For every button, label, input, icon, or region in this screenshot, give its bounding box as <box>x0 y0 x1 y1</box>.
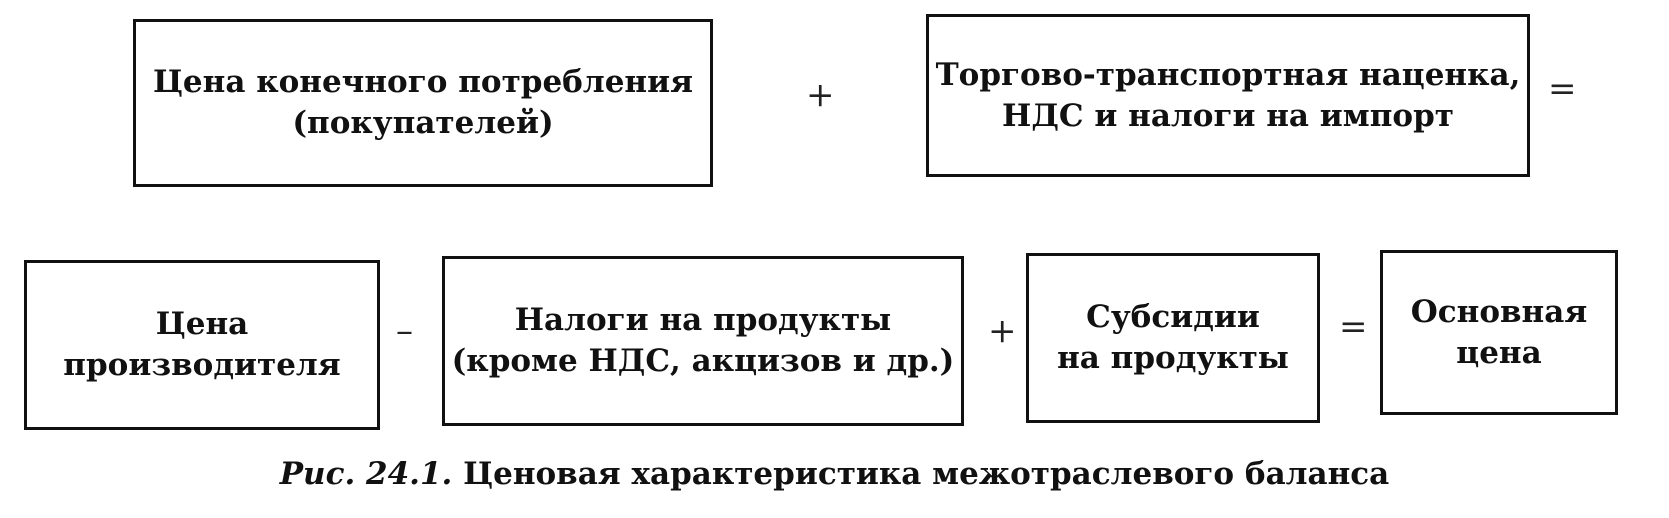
figure-caption: Рис. 24.1. Ценовая характеристика межотр… <box>0 456 1669 492</box>
box-producer-price-line1: Цена <box>155 306 249 342</box>
plus-operator: + <box>988 311 1017 351</box>
box-consumer-price-line1: Цена конечного потребления <box>152 64 694 100</box>
figure-caption-label: Рис. 24.1. <box>279 456 453 492</box>
box-trade-transport-markup-line1: Торгово-транспортная наценка, <box>935 56 1521 93</box>
box-trade-transport-markup: Торгово-транспортная наценка, НДС и нало… <box>926 14 1530 177</box>
box-basic-price-line1: Основная <box>1410 293 1588 330</box>
box-producer-price: Цена производителя <box>24 260 380 430</box>
equals-operator: = <box>1548 69 1577 109</box>
box-product-subsidies-line1: Субсидии <box>1086 299 1260 335</box>
minus-operator: – <box>396 311 413 351</box>
box-product-taxes-line2: (кроме НДС, акцизов и др.) <box>451 343 955 379</box>
box-consumer-price: Цена конечного потребления (покупателей) <box>133 19 713 187</box>
figure-caption-text: Ценовая характеристика межотраслевого ба… <box>452 456 1390 492</box>
box-trade-transport-markup-line2: НДС и налоги на импорт <box>1002 97 1454 134</box>
box-product-subsidies: Субсидии на продукты <box>1026 253 1320 423</box>
box-basic-price: Основная цена <box>1380 250 1618 415</box>
box-product-taxes-line1: Налоги на продукты <box>514 302 892 338</box>
box-product-subsidies-line2: на продукты <box>1057 340 1289 376</box>
box-basic-price-line2: цена <box>1456 334 1542 371</box>
box-producer-price-line2: производителя <box>63 347 341 383</box>
plus-operator: + <box>806 75 835 115</box>
equals-operator: = <box>1339 307 1368 347</box>
box-product-taxes: Налоги на продукты (кроме НДС, акцизов и… <box>442 256 964 426</box>
box-consumer-price-line2: (покупателей) <box>292 105 554 141</box>
